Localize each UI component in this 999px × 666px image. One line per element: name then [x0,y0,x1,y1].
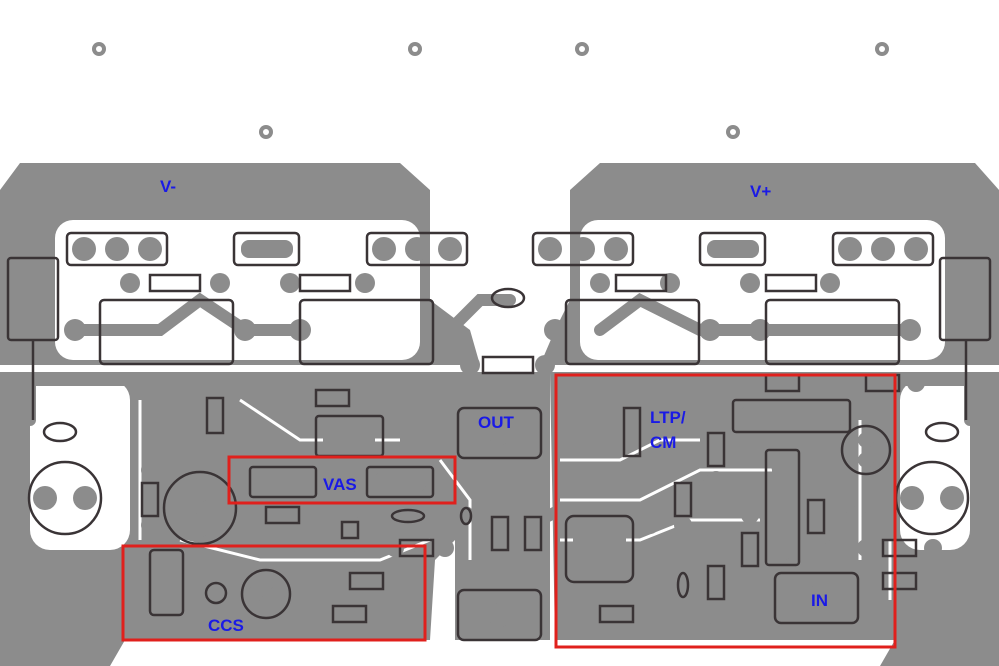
resistor [205,396,225,435]
oval-pad [459,506,473,526]
vas-transistor [365,465,435,499]
sep-4 [560,468,780,502]
in-connector [773,571,860,625]
ltp-transistor [731,398,852,434]
resistor [481,355,535,375]
capacitor [240,568,292,620]
sep-6 [179,538,431,562]
resistor [614,273,668,293]
resistor [806,498,826,535]
resistor [598,604,635,624]
trace-12 [24,374,146,426]
resistor [314,388,351,408]
oval-pad [676,571,690,599]
input-ic [764,448,801,567]
label-cm: CM [650,433,676,452]
mounting-hole-centers [96,46,885,135]
trace-13 [854,374,976,426]
label-out: OUT [478,413,515,432]
footprint-pads [33,237,964,627]
vas-transistor [248,465,318,499]
vas-region-box [227,455,457,505]
power-resistor [298,298,435,366]
trace-8 [624,444,746,508]
resistor [622,406,642,458]
transistor-outline [831,231,935,267]
transistor-outline [232,231,301,267]
label-v-plus: V+ [750,182,771,201]
resistor [673,481,693,518]
power-resistor [764,298,901,366]
resistor [706,564,726,601]
trace-5 [214,384,286,476]
resistor [340,520,360,540]
power-resistor [564,298,701,366]
label-vas: VAS [323,475,357,494]
oval-pad [42,421,78,443]
capacitor [162,470,238,546]
power-resistor [98,298,235,366]
label-v-minus: V- [160,177,176,196]
capacitor [27,460,103,536]
highlight-boxes [121,373,897,649]
resistor [881,571,918,591]
resistor [764,273,818,293]
resistor [398,538,435,558]
resistor [298,273,352,293]
out-connector-2 [456,588,543,642]
capacitor [840,424,892,476]
silkscreen-layer [6,231,992,642]
trace-2 [444,294,516,336]
capacitor [204,581,228,605]
transistor-outline [698,231,767,267]
oval-pad [390,508,426,524]
labels: V- V+ OUT LTP/ CM VAS CCS IN [160,177,828,635]
label-ccs: CCS [208,616,244,635]
oval-pad [924,421,960,443]
resistor [264,505,301,525]
ltp-region-box [554,373,897,649]
transistor-outline [531,231,635,267]
resistor [706,431,726,468]
ltp-pair [564,514,635,584]
sep-7 [438,459,472,560]
resistor [331,604,368,624]
out-connector [456,406,543,460]
label-in: IN [811,591,828,610]
resistor [148,273,202,293]
resistor [140,481,160,518]
oval-pad [490,287,526,309]
ccs-transistor [148,548,185,617]
resistor [881,538,918,558]
transistor-outline [365,231,469,267]
pads [18,273,977,623]
mounting-holes [92,42,889,139]
cutout-lr [900,380,970,550]
ccs-region-box [121,544,427,642]
resistor [740,531,760,568]
label-ltp: LTP/ [650,408,686,427]
resistor [523,515,543,552]
resistor [490,515,510,552]
transistor-outline [65,231,169,267]
resistor [348,571,385,591]
